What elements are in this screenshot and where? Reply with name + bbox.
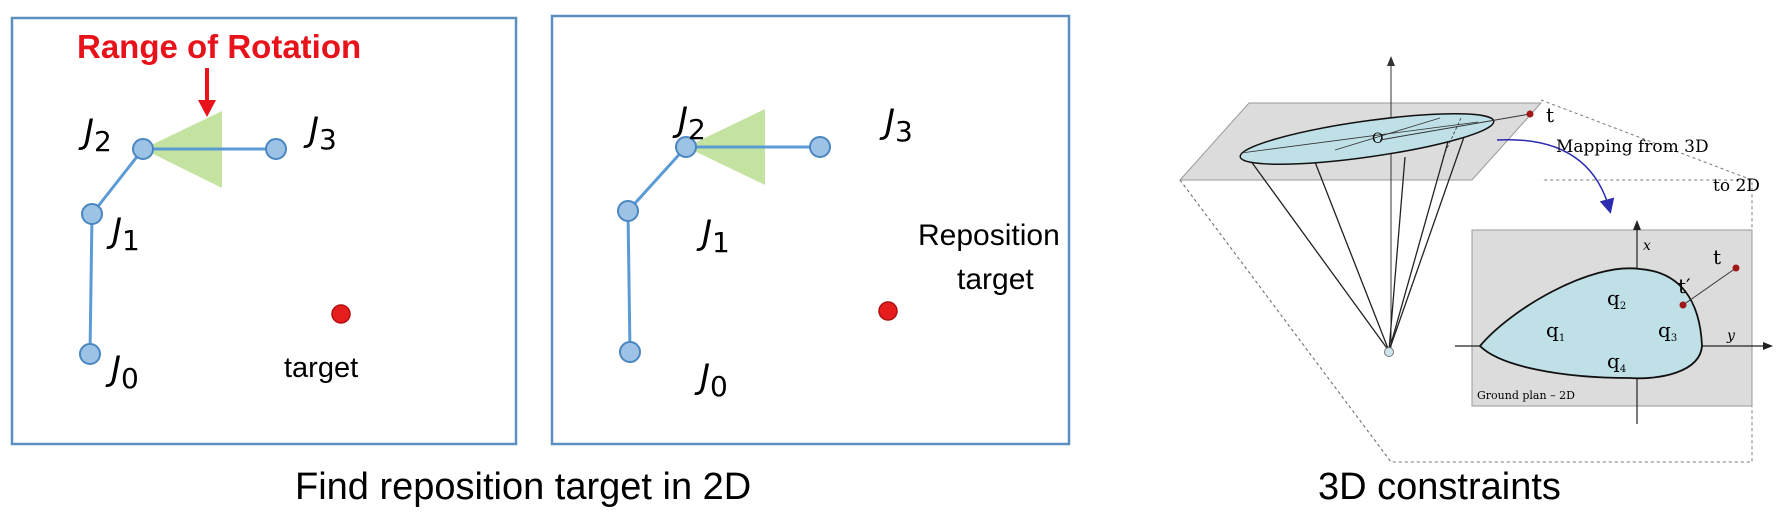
target-line-3d	[1379, 113, 1531, 141]
dotted-frustum	[1179, 99, 1753, 463]
joint-j0	[79, 343, 101, 365]
middle-label-j3: J3	[879, 102, 913, 148]
middle-joint-j1	[617, 200, 639, 222]
cone-lines	[1244, 116, 1472, 352]
joint-j1	[81, 203, 103, 225]
reposition-label-line2: target	[957, 263, 1034, 296]
origin-label: O	[1372, 131, 1383, 147]
target-dot	[331, 304, 351, 324]
quadrant-q3: q3	[1658, 318, 1677, 344]
constraint-ellipse-3d	[1239, 113, 1495, 165]
left-frame	[10, 16, 518, 446]
mapping-text-line1: Mapping from 3D	[1556, 137, 1709, 157]
right-panel: O t Mapping from 3D to 2D x y q2 q1 q3 q…	[1178, 56, 1773, 463]
middle-skeleton-bones	[626, 145, 820, 353]
label-j1: J1	[106, 211, 140, 257]
middle-target-dot	[878, 301, 898, 321]
target-label-3d: t	[1546, 103, 1554, 127]
reposition-label-line1: Reposition	[918, 219, 1060, 252]
quadrant-q2: q2	[1607, 286, 1626, 312]
middle-panel: J2 J3 J1 J0 Reposition target	[550, 14, 1071, 446]
mapping-arrow	[1496, 138, 1615, 214]
mapping-text-line2: to 2D	[1713, 176, 1760, 196]
joint-j3	[265, 138, 287, 160]
joint-j2	[132, 138, 154, 160]
target-label: target	[284, 352, 358, 384]
ground-plan-label: Ground plan – 2D	[1477, 389, 1575, 402]
left-panel: Range of Rotation J2 J3 J1 J0 target	[10, 16, 518, 446]
label-j3: J3	[303, 110, 337, 156]
middle-joint-j3	[809, 136, 831, 158]
middle-label-j1: J1	[696, 213, 730, 259]
label-j2: J2	[78, 112, 112, 158]
target-line-2d	[1682, 267, 1737, 306]
y-axis-arrowhead	[1763, 342, 1773, 350]
caption-right: 3D constraints	[1318, 466, 1561, 508]
target-point-2d	[1732, 264, 1740, 272]
caption-left: Find reposition target in 2D	[295, 466, 751, 508]
label-j0: J0	[105, 349, 139, 395]
cone-apex	[1384, 347, 1394, 357]
target-point-3d	[1526, 110, 1534, 118]
range-of-rotation-title: Range of Rotation	[77, 28, 361, 65]
axis-x-label: x	[1643, 238, 1651, 254]
left-skeleton-bones	[88, 147, 276, 355]
middle-joint-j0	[619, 341, 641, 363]
constraint-shape-2d	[1478, 267, 1703, 380]
quadrant-q4: q4	[1607, 349, 1626, 375]
x-axis-arrowhead	[1633, 220, 1641, 230]
projected-target-label: t′	[1678, 274, 1691, 298]
target-label-2d: t	[1713, 245, 1721, 269]
axis-y-label: y	[1726, 328, 1736, 344]
red-down-arrow	[198, 68, 216, 117]
ellipse-chords	[1240, 117, 1479, 158]
quadrant-q1: q1	[1546, 318, 1565, 344]
middle-frame	[550, 14, 1071, 446]
middle-label-j0: J0	[694, 357, 728, 403]
middle-label-j2: J2	[672, 100, 706, 146]
middle-joint-j2	[675, 136, 697, 158]
projected-target-point	[1679, 301, 1687, 309]
